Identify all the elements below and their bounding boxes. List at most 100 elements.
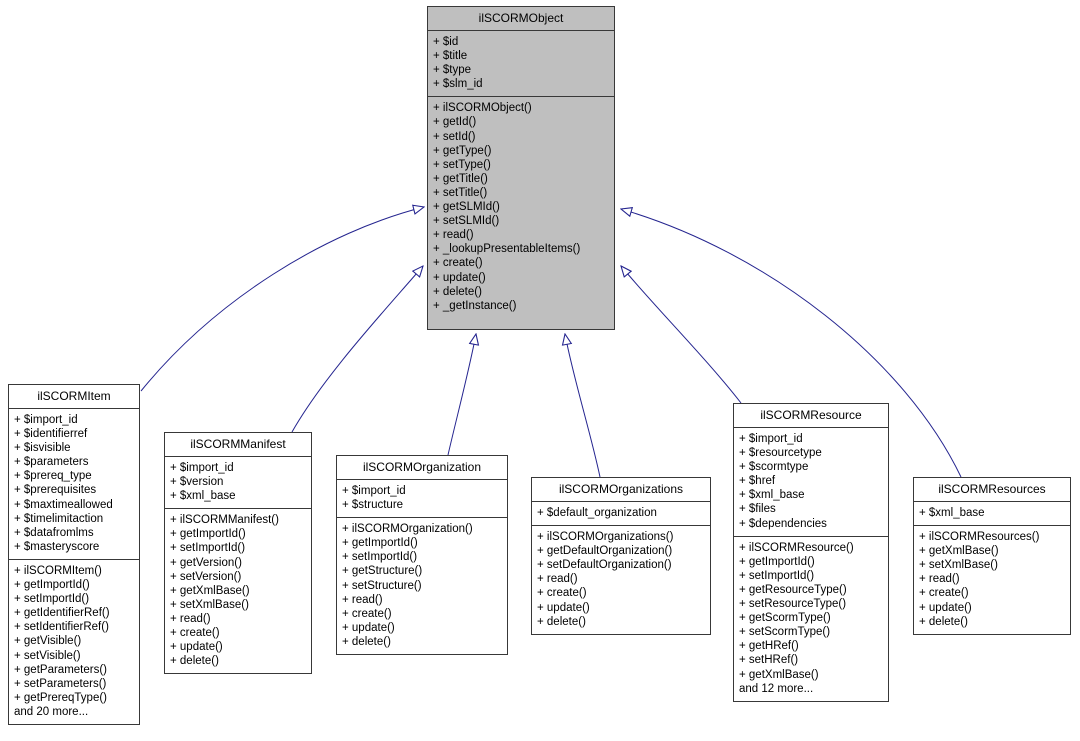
- member-row: + update(): [919, 601, 972, 614]
- member-row: + create(): [919, 587, 969, 600]
- member-row: + getTitle(): [433, 172, 488, 185]
- member-row: + read(): [919, 573, 960, 586]
- class-node-ilscormitem[interactable]: ilSCORMItem + $import_id + $identifierref…: [8, 384, 140, 725]
- class-node-ilscormorganizations[interactable]: ilSCORMOrganizations + $default_organiza…: [531, 477, 711, 635]
- member-row: + $import_id: [739, 433, 803, 445]
- member-row: + getDefaultOrganization(): [537, 545, 673, 558]
- member-row: + $default_organization: [537, 507, 657, 519]
- member-row: + getImportId(): [170, 528, 246, 541]
- member-row: + $prerequisites: [14, 484, 97, 497]
- member-row: + $title: [433, 50, 468, 63]
- member-row: + setParameters(): [14, 677, 107, 690]
- member-row: + $timelimitaction: [14, 512, 104, 525]
- member-row: + setImportId(): [739, 569, 815, 582]
- member-row: + $isvisible: [14, 442, 71, 455]
- member-row: + setVisible(): [14, 649, 81, 662]
- class-methods: + ilSCORMOrganization()+ getImportId()+ …: [337, 518, 507, 654]
- member-row: + _lookupPresentableItems(): [433, 243, 581, 256]
- class-attributes: + $import_id+ $version+ $xml_base: [165, 457, 311, 510]
- member-row: + $import_id: [14, 414, 78, 426]
- class-methods: + ilSCORMObject()+ getId()+ setId()+ get…: [428, 97, 614, 318]
- class-attributes: + $id + $title+ $type+ $slm_id: [428, 31, 614, 98]
- member-row: + create(): [170, 627, 220, 640]
- class-node-ilscormmanifest[interactable]: ilSCORMManifest + $import_id+ $version+ …: [164, 432, 312, 675]
- member-row: + $xml_base: [739, 489, 805, 502]
- member-row: + ilSCORMObject(): [433, 102, 532, 115]
- inheritance-edge-ilscormitem: [140, 207, 424, 392]
- class-attributes: + $import_id + $structure: [337, 480, 507, 519]
- member-row: + $resourcetype: [739, 447, 822, 460]
- member-row: + getPrereqType(): [14, 691, 108, 704]
- member-row: + setStructure(): [342, 579, 422, 592]
- member-row: + $files: [739, 503, 776, 516]
- member-row: + getParameters(): [14, 663, 107, 676]
- member-row: + ilSCORMResource(): [739, 541, 854, 554]
- member-row: + setSLMId(): [433, 215, 500, 228]
- member-row: + read(): [170, 612, 211, 625]
- member-row: + update(): [170, 641, 223, 654]
- class-methods: + ilSCORMOrganizations()+ getDefaultOrga…: [532, 526, 710, 634]
- member-row: + ilSCORMOrganizations(): [537, 531, 674, 544]
- member-row: + $slm_id: [433, 78, 483, 91]
- class-methods: + ilSCORMItem()+ getImportId()+ setImpor…: [9, 560, 139, 724]
- class-attributes: + $import_id+ $resourcetype+ $scormtype+…: [734, 428, 888, 537]
- member-row: + setTitle(): [433, 186, 488, 199]
- member-row: + setResourceType(): [739, 598, 847, 611]
- member-row: + $id: [433, 36, 459, 48]
- member-row: + setScormType(): [739, 626, 831, 639]
- member-row: + $masteryscore: [14, 540, 100, 553]
- class-node-ilscormobject[interactable]: ilSCORMObject + $id + $title+ $type+ $slm…: [427, 6, 615, 330]
- member-row: + setXmlBase(): [170, 598, 249, 611]
- class-title: ilSCORMItem: [9, 385, 139, 409]
- member-row: + getSLMId(): [433, 201, 500, 214]
- member-row: + getScormType(): [739, 612, 831, 625]
- member-row: + setType(): [433, 158, 491, 171]
- member-row: + getStructure(): [342, 565, 423, 578]
- member-row: + setImportId(): [170, 542, 246, 555]
- member-row: + $maxtimeallowed: [14, 498, 113, 511]
- member-row: + setImportId(): [342, 551, 418, 564]
- member-row: + update(): [342, 621, 395, 634]
- member-row: + ilSCORMManifest(): [170, 514, 279, 527]
- member-row: + setIdentifierRef(): [14, 621, 109, 634]
- member-row: + $identifierref: [14, 428, 88, 441]
- class-node-ilscormresource[interactable]: ilSCORMResource + $import_id + $resourcet…: [733, 403, 889, 702]
- class-methods: + ilSCORMResource()+ getImportId()+ setI…: [734, 537, 888, 701]
- member-row: + $parameters: [14, 456, 89, 469]
- member-row: + update(): [433, 271, 486, 284]
- class-title: ilSCORMResource: [734, 404, 888, 428]
- class-title: ilSCORMManifest: [165, 433, 311, 457]
- member-row: + getType(): [433, 144, 492, 157]
- member-row: + $structure: [342, 499, 404, 512]
- class-node-ilscormorganization[interactable]: ilSCORMOrganization + $import_id+ $struc…: [336, 455, 508, 656]
- class-node-ilscormresources[interactable]: ilSCORMResources + $xml_base + ilSCORMRe…: [913, 477, 1071, 635]
- member-row: + update(): [537, 601, 590, 614]
- member-row: + create(): [433, 257, 483, 270]
- member-row: + getVersion(): [170, 556, 242, 569]
- member-row: + $import_id: [342, 485, 406, 497]
- member-row: + getVisible(): [14, 635, 82, 648]
- member-row: + getXmlBase(): [170, 584, 250, 597]
- member-row: + $xml_base: [919, 507, 985, 519]
- member-row: + getResourceType(): [739, 583, 847, 596]
- member-row: + delete(): [342, 635, 391, 648]
- member-row: + _getInstance(): [433, 299, 517, 312]
- member-row: + read(): [433, 229, 474, 242]
- member-row: + $type: [433, 64, 472, 77]
- member-row: + setImportId(): [14, 593, 90, 606]
- member-row: + getImportId(): [342, 537, 418, 550]
- member-row: + getXmlBase(): [739, 668, 819, 681]
- member-row: + setHRef(): [739, 654, 799, 667]
- member-row: + getXmlBase(): [919, 545, 999, 558]
- member-row: + delete(): [170, 655, 219, 668]
- class-attributes: + $import_id + $identifierref+ $isvisible…: [9, 409, 139, 560]
- member-row: + getIdentifierRef(): [14, 607, 110, 620]
- class-title: ilSCORMOrganizations: [532, 478, 710, 502]
- member-row: + setXmlBase(): [919, 559, 998, 572]
- member-row: + delete(): [433, 285, 482, 298]
- inheritance-edge-ilscormresource: [621, 266, 742, 404]
- class-title: ilSCORMObject: [428, 7, 614, 31]
- member-row: + read(): [342, 593, 383, 606]
- member-row: + getImportId(): [14, 579, 90, 592]
